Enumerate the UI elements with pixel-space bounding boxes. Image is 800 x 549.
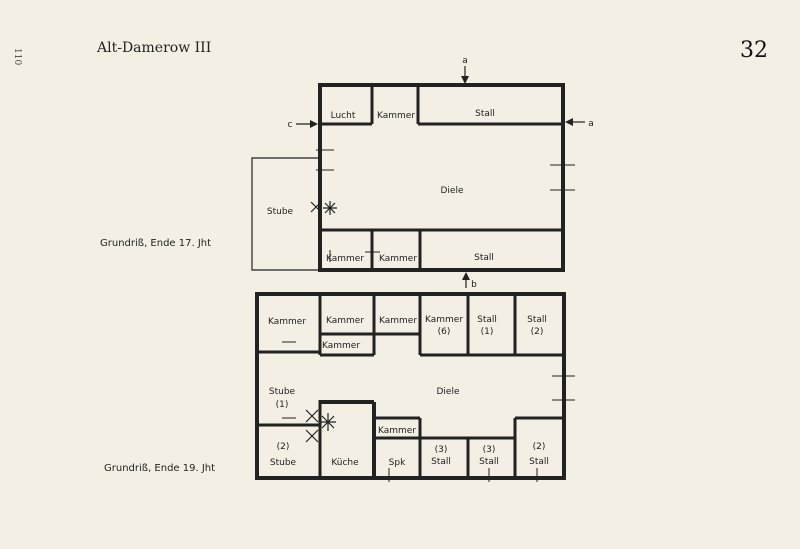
room-lucht: Lucht — [331, 111, 356, 121]
arrow-head-icon — [565, 118, 573, 126]
room-stube-1-label: Stube — [269, 387, 296, 397]
room-stall-2-num: (2) — [531, 327, 544, 337]
section-mark-b: b — [471, 280, 477, 290]
room-kammer-3: Kammer — [379, 316, 417, 326]
room-diele-top: Diele — [440, 186, 463, 196]
room-stube-1-num: (1) — [276, 400, 289, 410]
room-stube-2-num: (2) — [277, 442, 290, 452]
room-stall-3b-label: Stall — [479, 457, 499, 467]
top-floor-plan: a c a b Lucht Kammer Stall Diele Stube K… — [251, 56, 594, 290]
room-kueche: Küche — [331, 458, 359, 468]
section-mark-a-right: a — [588, 119, 594, 129]
room-stube-2-label: Stube — [270, 458, 297, 468]
arrow-head-icon — [461, 76, 469, 84]
room-kammer-bottom-1: Kammer — [326, 254, 364, 264]
hearth-cross-icon — [305, 429, 319, 443]
caption-bottom-plan: Grundriß, Ende 19. Jht — [104, 463, 216, 474]
room-stall-3b-num: (3) — [483, 445, 496, 455]
room-kammer-6-num: (6) — [438, 327, 451, 337]
top-outer-wall — [318, 83, 565, 272]
page-title: Alt-Damerow III — [97, 40, 212, 56]
bottom-outer-wall — [255, 292, 566, 480]
room-kammer-bottom-2: Kammer — [379, 254, 417, 264]
room-stall-2-label: Stall — [527, 315, 547, 325]
room-stall-1-label: Stall — [477, 315, 497, 325]
room-stall-1-num: (1) — [481, 327, 494, 337]
room-spk: Spk — [389, 458, 406, 468]
section-mark-a: a — [462, 56, 468, 66]
room-stall-2b-label: Stall — [529, 457, 549, 467]
bottom-floor-plan: Kammer Kammer Kammer Kammer Kammer (6) S… — [255, 292, 575, 482]
room-stube-top: Stube — [267, 207, 294, 217]
oven-cross-icon — [323, 201, 337, 215]
oven-cross-icon — [320, 413, 336, 431]
arrow-head-icon — [310, 120, 318, 128]
room-kammer-2: Kammer — [326, 316, 364, 326]
room-kammer-6-label: Kammer — [425, 315, 463, 325]
room-stall-2b-num: (2) — [533, 442, 546, 452]
room-kammer-top: Kammer — [377, 111, 415, 121]
stube-annex-wall — [251, 157, 320, 271]
room-kammer-1: Kammer — [268, 317, 306, 327]
section-mark-c: c — [288, 120, 293, 130]
arrow-head-icon — [462, 272, 470, 280]
room-stall-top: Stall — [475, 109, 495, 119]
page-number: 32 — [740, 38, 768, 63]
room-kammer-4: Kammer — [322, 341, 360, 351]
room-kammer-5: Kammer — [378, 426, 416, 436]
hearth-cross-icon — [310, 201, 322, 213]
room-diele-bottom: Diele — [436, 387, 459, 397]
room-stall-bottom: Stall — [474, 253, 494, 263]
caption-top-plan: Grundriß, Ende 17. Jht — [100, 238, 212, 249]
room-stall-3a-label: Stall — [431, 457, 451, 467]
room-stall-3a-num: (3) — [435, 445, 448, 455]
hearth-cross-icon — [305, 409, 319, 423]
